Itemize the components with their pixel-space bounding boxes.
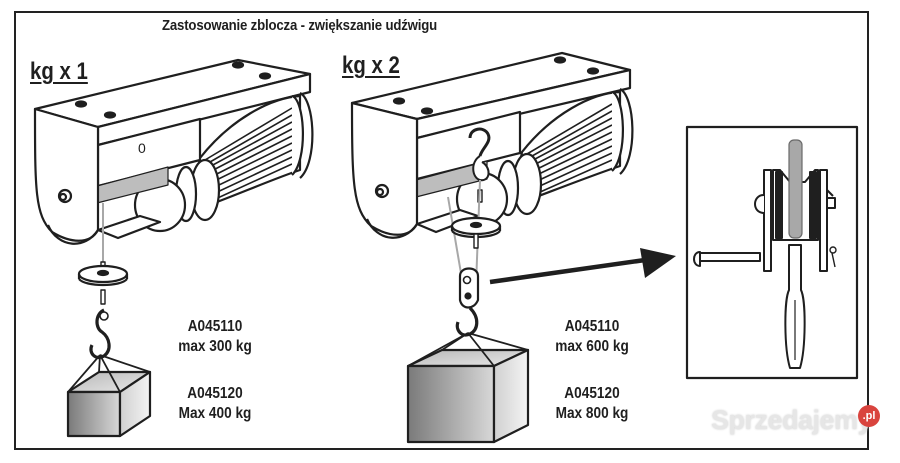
inset-pulley-detail [685, 125, 859, 380]
spec-left-capacity-2: Max 400 kg [178, 405, 252, 422]
svg-text:0: 0 [138, 140, 146, 156]
spec-right-capacity-1: max 600 kg [555, 338, 629, 355]
spec-right-capacity-2: Max 800 kg [555, 405, 629, 422]
hoist-left: 0 [33, 58, 314, 438]
watermark-text: Sprzedajemy [711, 405, 873, 435]
spec-left-model-2: A045120 [187, 385, 243, 402]
spec-left-capacity-1: max 300 kg [178, 338, 252, 355]
document-title: Zastosowanie zblocza - zwiększanie udźwi… [162, 17, 437, 34]
spec-left-model-1: A045110 [187, 318, 243, 335]
hoist-right [350, 51, 676, 444]
spec-right-model-1: A045110 [564, 318, 620, 335]
watermark-badge: .pl [858, 405, 880, 427]
spec-right-model-2: A045120 [564, 385, 620, 402]
double-line-label: kg x 2 [342, 52, 400, 79]
single-line-label: kg x 1 [30, 58, 88, 85]
